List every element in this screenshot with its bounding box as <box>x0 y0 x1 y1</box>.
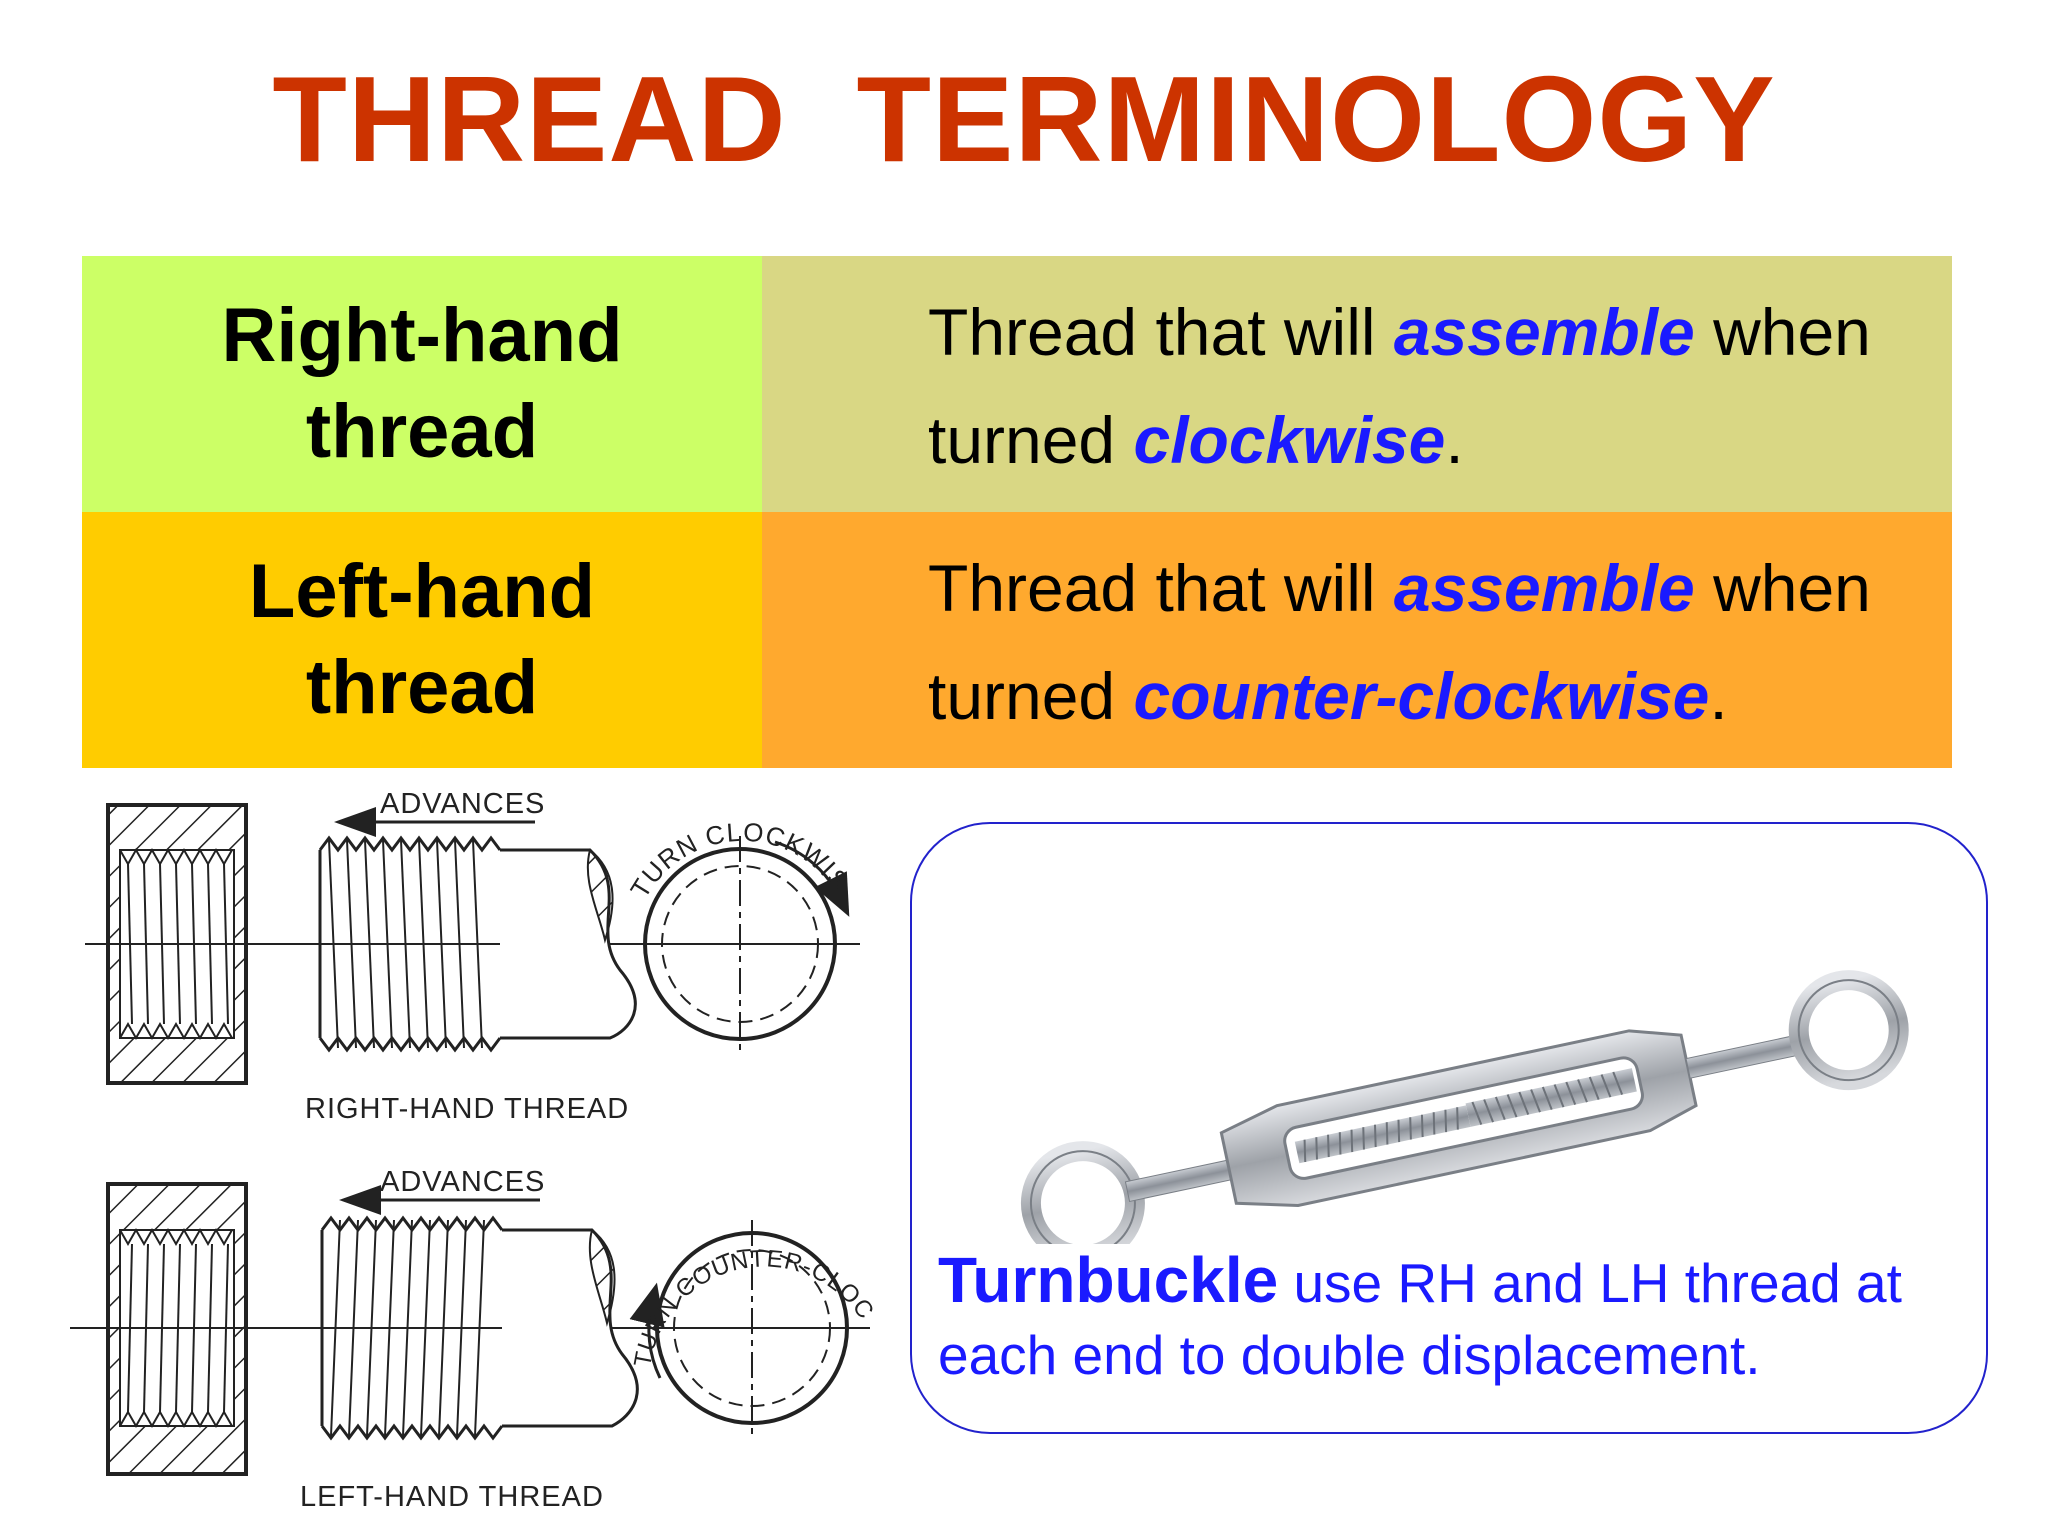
turnbuckle-image <box>1020 970 1909 1244</box>
keyword-assemble: assemble <box>1393 295 1695 369</box>
keyword-clockwise: clockwise <box>1133 403 1446 477</box>
advances-label: ADVANCES <box>380 790 545 820</box>
term-right-hand-thread: Right-hand thread <box>82 256 762 512</box>
keyword-assemble: assemble <box>1393 551 1695 625</box>
definition-right-hand-thread: Thread that will assemble when turned cl… <box>762 256 1952 512</box>
definition-left-hand-thread: Thread that will assemble when turned co… <box>762 512 1952 768</box>
term-left-hand-thread: Left-hand thread <box>82 512 762 768</box>
turnbuckle-term: Turnbuckle <box>938 1244 1279 1316</box>
right-hand-thread-diagram: ADVANCES TURN CLOCKWISE RIGHT-HAND THREA… <box>70 790 870 1140</box>
keyword-counter-clockwise: counter-clockwise <box>1133 659 1710 733</box>
right-hand-thread-caption: RIGHT-HAND THREAD <box>305 1093 629 1125</box>
turnbuckle-callout: Turnbuckle use RH and LH thread at each … <box>910 822 1988 1434</box>
table-row-right-hand: Right-hand thread Thread that will assem… <box>82 256 1952 512</box>
table-row-left-hand: Left-hand thread Thread that will assemb… <box>82 512 1952 768</box>
advances-label: ADVANCES <box>380 1168 545 1198</box>
turnbuckle-description: Turnbuckle use RH and LH thread at each … <box>938 1244 1902 1386</box>
left-hand-thread-caption: LEFT-HAND THREAD <box>300 1481 604 1513</box>
page-title: THREAD TERMINOLOGY <box>272 51 1776 187</box>
left-hand-thread-diagram: ADVANCES TURN COUNTER-CLOCKWISE LEFT-HAN… <box>60 1168 880 1528</box>
